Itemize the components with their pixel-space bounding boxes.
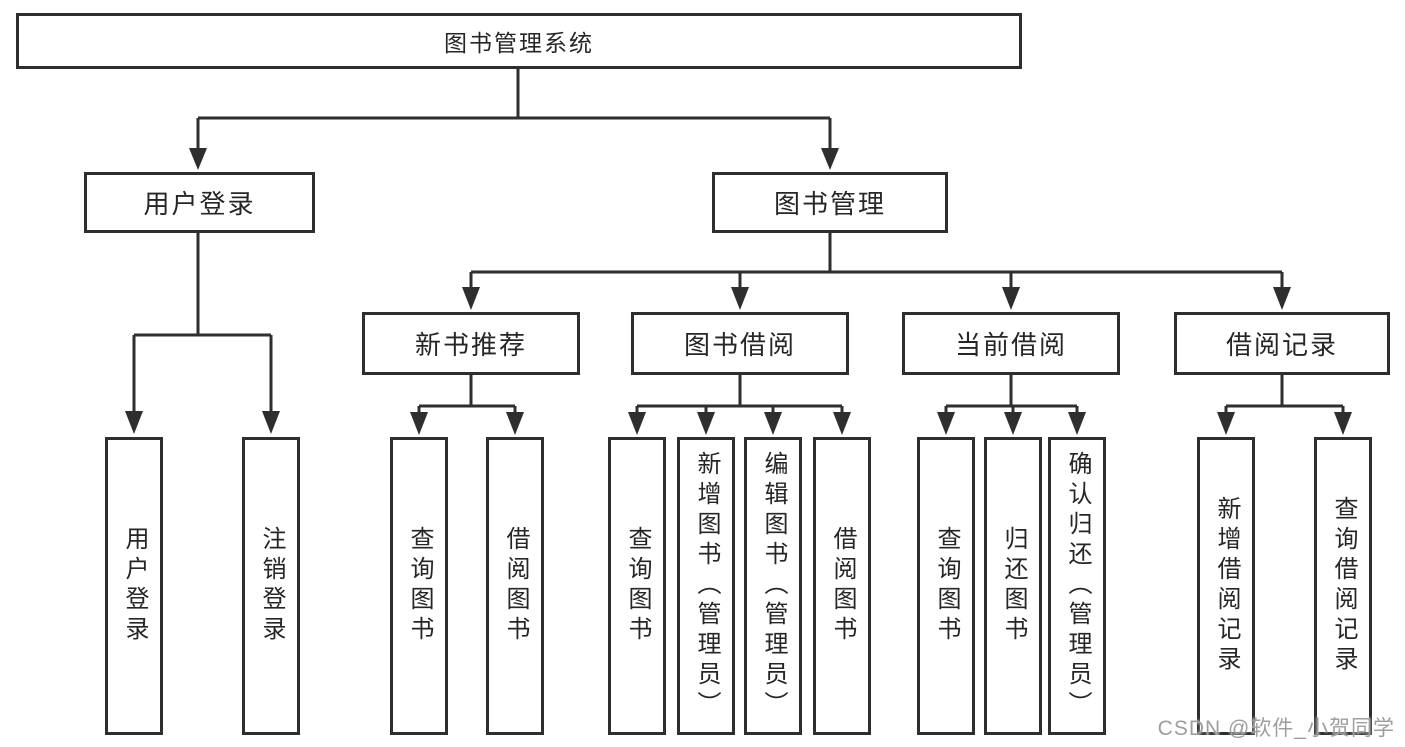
node-label: 查询借阅记录 [1330, 496, 1357, 676]
node-borrowing-query-books: 查询图书 [608, 437, 666, 735]
arrowhead-down-icon [764, 412, 782, 435]
node-label: 当前借阅 [954, 330, 1067, 360]
node-recommend-query-books: 查询图书 [390, 437, 448, 735]
arrowhead-down-icon [262, 411, 280, 434]
node-label: 注销登录 [258, 526, 285, 646]
arrowhead-down-icon [937, 412, 955, 435]
node-label: 新增借阅记录 [1213, 496, 1240, 676]
node-label: 图书借阅 [683, 330, 796, 360]
connector-new-book-recommend-children [417, 375, 517, 414]
node-label: 借阅记录 [1225, 330, 1338, 360]
node-label: 查询图书 [406, 526, 433, 646]
arrowhead-down-icon [189, 148, 207, 170]
arrowhead-down-icon [462, 287, 480, 310]
node-label: 查询图书 [933, 526, 960, 646]
node-label: 用户登录 [143, 189, 256, 219]
arrowhead-down-icon [1334, 412, 1352, 435]
arrowhead-down-icon [506, 412, 524, 435]
node-borrowing-add-books-admin: 新增图书（管理员） [677, 437, 735, 735]
node-library-management-system: 图书管理系统 [16, 13, 1022, 69]
arrowhead-down-icon [1002, 287, 1020, 310]
node-label: 查询图书 [624, 526, 651, 646]
connector-user-login-children [132, 233, 273, 413]
node-current-return-books: 归还图书 [984, 437, 1042, 735]
node-label: 归还图书 [1000, 526, 1027, 646]
connector-book-management-children [469, 233, 1284, 289]
arrowhead-down-icon [125, 411, 143, 434]
node-label: 新增图书（管理员） [693, 451, 720, 721]
arrowhead-down-icon [697, 412, 715, 435]
node-label: 编辑图书（管理员） [760, 451, 787, 721]
node-borrowing-borrow-books: 借阅图书 [813, 437, 871, 735]
node-label: 图书管理 [773, 189, 886, 219]
arrowhead-down-icon [731, 287, 749, 310]
arrowhead-down-icon [1273, 287, 1291, 310]
node-label: 借阅图书 [829, 526, 856, 646]
node-user-login-action: 用户登录 [105, 437, 163, 735]
node-label: 确认归还（管理员） [1064, 451, 1091, 721]
node-label: 图书管理系统 [444, 30, 594, 56]
arrowhead-down-icon [833, 412, 851, 435]
node-records-add-record: 新增借阅记录 [1197, 437, 1255, 735]
node-new-book-recommend: 新书推荐 [362, 312, 580, 375]
node-label: 新书推荐 [414, 330, 527, 360]
node-current-query-books: 查询图书 [917, 437, 975, 735]
arrowhead-down-icon [1068, 412, 1086, 435]
node-borrowing-edit-books-admin: 编辑图书（管理员） [744, 437, 802, 735]
node-current-confirm-return-admin: 确认归还（管理员） [1048, 437, 1106, 735]
arrowhead-down-icon [1217, 412, 1235, 435]
arrowhead-down-icon [410, 412, 428, 435]
node-user-login-branch: 用户登录 [84, 172, 315, 233]
connector-paths [132, 69, 1345, 414]
arrowhead-down-icon [821, 148, 839, 170]
connector-root-to-level2 [196, 69, 832, 150]
node-label: 用户登录 [121, 526, 148, 646]
arrowhead-down-icon [1004, 412, 1022, 435]
connector-current-borrowing-children [944, 375, 1079, 414]
csdn-watermark: CSDN @软件_小贺同学 [1157, 717, 1395, 740]
node-recommend-borrow-books: 借阅图书 [486, 437, 544, 735]
connector-book-borrowing-children [635, 375, 844, 414]
node-book-management-branch: 图书管理 [712, 172, 948, 233]
node-borrowing-records: 借阅记录 [1174, 312, 1390, 375]
node-records-query-record: 查询借阅记录 [1314, 437, 1372, 735]
arrowheads [125, 148, 1352, 435]
node-current-borrowing: 当前借阅 [902, 312, 1120, 375]
arrowhead-down-icon [628, 412, 646, 435]
connector-borrowing-records-children [1224, 375, 1345, 414]
node-book-borrowing: 图书借阅 [631, 312, 849, 375]
node-label: 借阅图书 [502, 526, 529, 646]
node-logout-action: 注销登录 [242, 437, 300, 735]
